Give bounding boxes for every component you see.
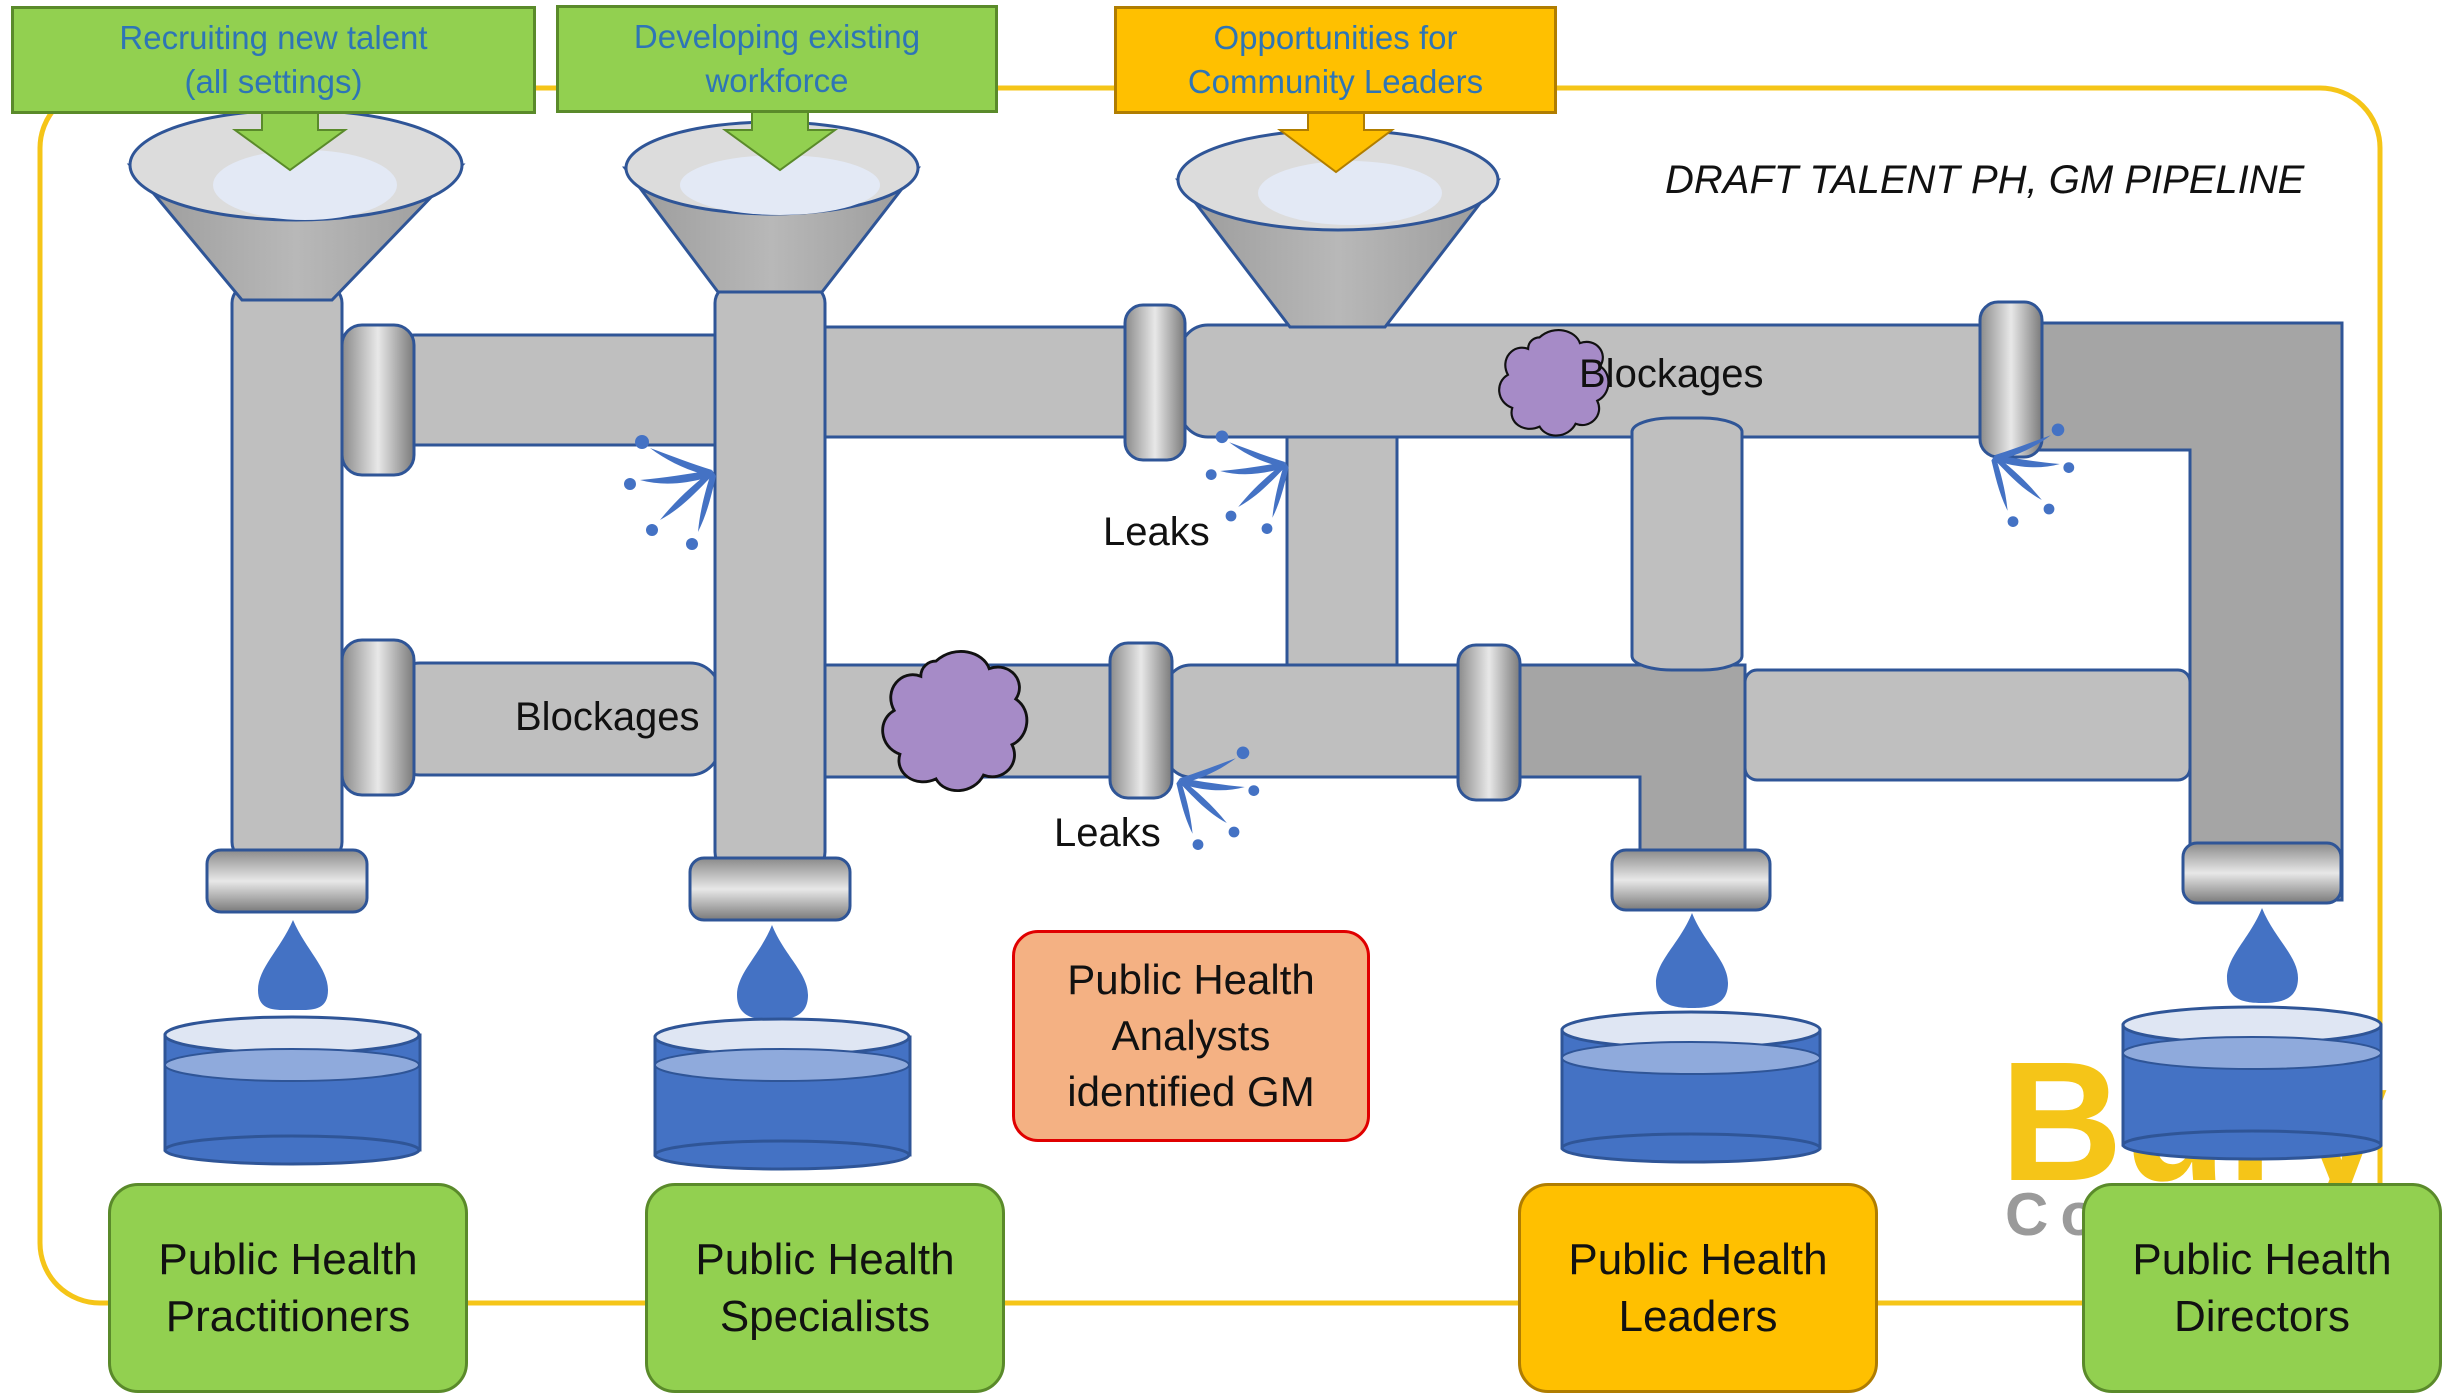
pipe-elbow-leaders [1503,663,1747,880]
source-recruiting: Recruiting new talent (all settings) [11,6,536,114]
water-drop-icon [737,925,808,1020]
pipe-specialists [713,283,827,872]
bucket-icon [653,1017,912,1171]
analysts-box: Public Health Analysts identified GM [1012,930,1370,1142]
funnel-icon [622,120,922,294]
water-drop-icon [1656,913,1728,1008]
water-drop-icon [258,920,328,1011]
target-specialists: Public Health Specialists [645,1183,1005,1393]
target-practitioners: Public Health Practitioners [108,1183,468,1393]
leak-splash-icon [624,435,716,550]
bury-logo-sub: Co [2005,1181,2109,1248]
source-developing: Developing existing workforce [556,5,998,113]
outlet-cap-leaders [1610,848,1772,912]
pipe-top-left [383,333,757,447]
blockages-label-top: Blockages [1579,352,1764,396]
arrow-down-icon [231,111,349,172]
pipe-joint-icon [1123,303,1187,462]
arrow-down-icon [721,111,839,172]
pipe-bottom-far [1743,668,2192,782]
pipe-practitioners [230,283,344,862]
outlet-cap-practitioners [205,848,369,914]
pipe-joint-icon [340,323,416,477]
funnel-icon [1174,128,1502,329]
bucket-icon [2121,1005,2383,1161]
pipe-community-down [1285,435,1399,667]
arrow-down-icon [1277,111,1395,174]
leak-splash-icon [1205,430,1289,534]
pipe-joint-icon [340,638,416,797]
outlet-cap-directors [2181,841,2343,905]
pipe-bottom-right [1163,663,1487,779]
water-drop-icon [2227,908,2298,1003]
source-community: Opportunities for Community Leaders [1114,6,1557,114]
pipe-leaders-riser [1630,416,1744,672]
blockages-label-left: Blockages [515,695,700,739]
target-directors: Public Health Directors [2082,1183,2442,1393]
pipe-top-mid [798,325,1162,439]
pipe-joint-icon [1108,641,1174,800]
target-leaders: Public Health Leaders [1518,1183,1878,1393]
outlet-cap-specialists [688,856,852,922]
leaks-label-top: Leaks [1103,510,1210,554]
pipe-corner-right [2018,321,2344,902]
pipe-joint-icon [1456,643,1522,802]
bucket-icon [1560,1010,1822,1164]
leaks-label-bottom: Leaks [1054,811,1161,855]
pipe-joint-icon [1978,300,2044,459]
funnel-icon [126,108,466,302]
bucket-icon [163,1015,422,1166]
diagram-title: DRAFT TALENT PH, GM PIPELINE [1665,158,2305,202]
